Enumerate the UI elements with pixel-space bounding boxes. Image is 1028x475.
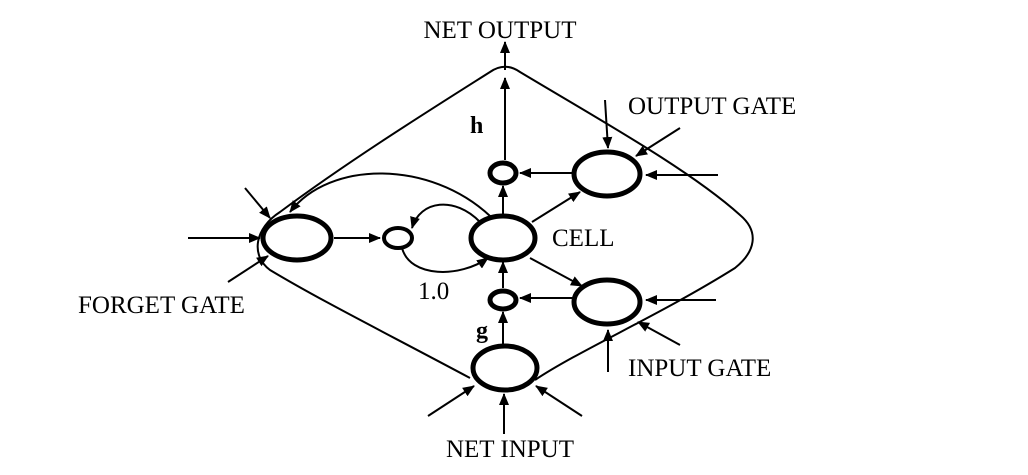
- net-input-node: [470, 343, 540, 393]
- output-gate-node: [571, 149, 643, 199]
- cell-to-forget-gate-arrow: [289, 172, 491, 217]
- net-input-in-arrow-1: [427, 385, 475, 417]
- cell-label: CELL: [552, 225, 615, 252]
- g-multiplier-node: [487, 288, 519, 312]
- h-symbol-label: h: [470, 113, 483, 139]
- net-output-label: NET OUTPUT: [423, 17, 576, 44]
- net-input-in-arrow-3: [535, 385, 583, 417]
- multiplier-to-cell-arrow: [401, 247, 489, 273]
- forget-gate-node: [260, 213, 334, 263]
- g-symbol-label: g: [476, 318, 488, 344]
- output-gate-label: OUTPUT GATE: [628, 93, 796, 120]
- cell-to-multiplier-arrow: [410, 203, 481, 229]
- cell-to-output-gate-arrow: [531, 191, 581, 223]
- output-gate-in-arrow-2: [635, 127, 681, 157]
- cell-node: [468, 213, 538, 263]
- input-gate-in-arrow-2: [637, 321, 681, 346]
- forget-gate-in-arrow-1: [244, 187, 271, 219]
- cell-to-input-gate-arrow: [529, 257, 583, 287]
- net-input-label: NET INPUT: [446, 436, 574, 463]
- h-multiplier-node: [487, 160, 519, 186]
- input-gate-node: [571, 277, 643, 327]
- forget-gate-label: FORGET GATE: [78, 292, 245, 319]
- input-gate-label: INPUT GATE: [628, 355, 771, 382]
- output-gate-in-arrow-1: [602, 99, 613, 149]
- recurrent-weight-label: 1.0: [418, 278, 449, 305]
- forget-multiplier-node: [382, 226, 414, 250]
- forget-gate-in-arrow-3: [227, 255, 269, 283]
